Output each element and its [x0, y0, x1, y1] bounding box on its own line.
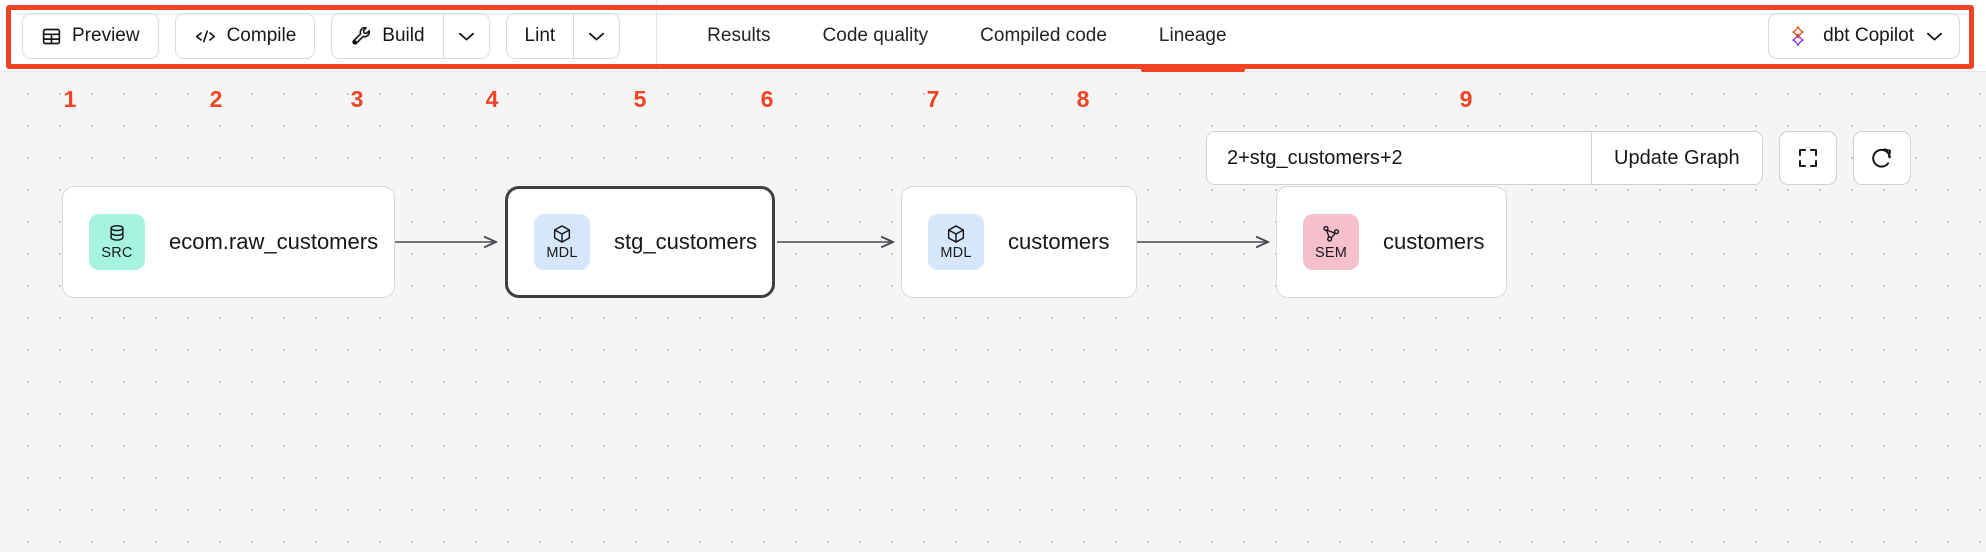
top-toolbar: Preview Compile: [0, 0, 1986, 72]
lineage-node-model-customers[interactable]: MDL customers: [901, 186, 1137, 298]
tab-lineage-label: Lineage: [1158, 25, 1227, 46]
compile-button[interactable]: Compile: [175, 14, 315, 58]
refresh-button[interactable]: [1852, 131, 1911, 185]
node-badge-label: MDL: [940, 245, 972, 262]
update-graph-button[interactable]: Update Graph: [1591, 132, 1762, 184]
lineage-canvas[interactable]: Update Graph: [0, 72, 1986, 552]
tab-code-quality-label: Code quality: [822, 25, 929, 46]
database-icon: [106, 223, 128, 245]
node-badge-label: SRC: [101, 245, 133, 262]
cube-icon: [945, 223, 967, 245]
preview-button-label: Preview: [72, 25, 140, 46]
node-name-label: ecom.raw_customers: [169, 229, 379, 254]
chevron-down-icon: [458, 31, 475, 42]
dbt-copilot-icon: [1785, 23, 1811, 49]
lint-button[interactable]: Lint: [506, 14, 574, 58]
graph-selector-group[interactable]: Update Graph: [1206, 131, 1763, 185]
dbt-copilot-button[interactable]: dbt Copilot: [1768, 13, 1960, 59]
preview-button[interactable]: Preview: [23, 14, 158, 58]
node-badge-src: SRC: [89, 214, 145, 270]
build-button-group[interactable]: Build: [331, 13, 490, 59]
tab-lineage[interactable]: Lineage: [1133, 0, 1253, 72]
tab-results-label: Results: [707, 25, 771, 46]
node-name-label: stg_customers: [614, 229, 758, 254]
fullscreen-icon: [1796, 146, 1820, 170]
graph-selector-input[interactable]: [1207, 132, 1591, 184]
cube-icon: [551, 223, 573, 245]
lint-button-label: Lint: [524, 25, 556, 46]
chevron-down-icon: [1926, 31, 1943, 42]
refresh-icon: [1869, 146, 1894, 171]
code-icon: [194, 26, 217, 47]
node-badge-mdl: MDL: [534, 214, 590, 270]
node-badge-label: MDL: [546, 245, 578, 262]
lineage-node-semantic-customers[interactable]: SEM customers: [1276, 186, 1507, 298]
lineage-node-model-stg-customers[interactable]: MDL stg_customers: [505, 186, 775, 298]
node-badge-mdl: MDL: [928, 214, 984, 270]
preview-button-group[interactable]: Preview: [22, 13, 159, 59]
tab-compiled-code-label: Compiled code: [980, 25, 1107, 46]
node-badge-sem: SEM: [1303, 214, 1359, 270]
dbt-copilot-label: dbt Copilot: [1823, 25, 1914, 46]
semantic-graph-icon: [1320, 223, 1342, 245]
node-name-label: customers: [1383, 229, 1485, 254]
compile-button-group[interactable]: Compile: [174, 13, 316, 59]
wrench-icon: [350, 25, 372, 47]
compile-button-label: Compile: [226, 25, 297, 46]
tab-compiled-code[interactable]: Compiled code: [954, 0, 1133, 72]
lint-button-group[interactable]: Lint: [505, 13, 621, 59]
build-dropdown-toggle[interactable]: [442, 14, 489, 58]
lineage-node-source-ecom-raw-customers[interactable]: SRC ecom.raw_customers: [62, 186, 395, 298]
build-button-label: Build: [382, 25, 425, 46]
result-pane-tabs: Results Code quality Compiled code Linea…: [656, 0, 1252, 72]
fullscreen-button[interactable]: [1778, 131, 1837, 185]
chevron-down-icon: [588, 31, 605, 42]
tab-code-quality[interactable]: Code quality: [797, 0, 955, 72]
table-icon: [41, 26, 62, 47]
graph-controls-bar: Update Graph: [1206, 131, 1911, 185]
lint-dropdown-toggle[interactable]: [573, 14, 620, 58]
tab-results[interactable]: Results: [681, 0, 796, 72]
node-badge-label: SEM: [1314, 245, 1348, 262]
node-name-label: customers: [1008, 229, 1110, 254]
build-button[interactable]: Build: [332, 14, 443, 58]
